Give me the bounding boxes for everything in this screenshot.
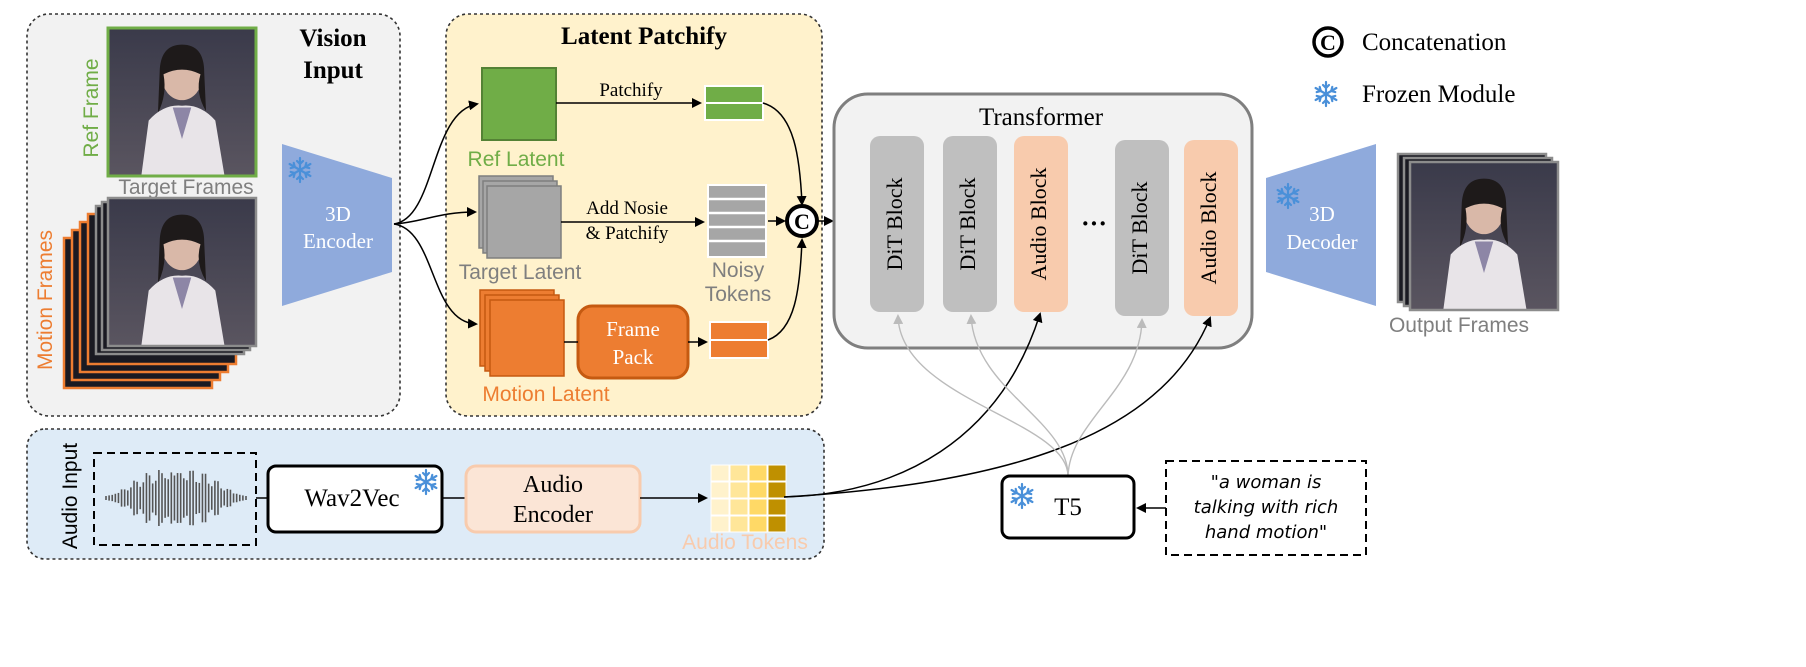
text-prompt-box [1165, 460, 1367, 556]
audio-token-cell [767, 481, 787, 499]
audio-token-cell [710, 464, 730, 482]
noisy-tokens-label-line1: Noisy [712, 259, 765, 282]
audio-token-cell [729, 481, 749, 499]
audio-block-label: Audio Block [1026, 167, 1051, 280]
audio-token-cell [710, 481, 730, 499]
dit-block-label: DiT Block [955, 177, 980, 270]
concat-legend-symbol: C [1320, 30, 1336, 55]
audio-input-label: Audio Input [59, 443, 82, 549]
patchify-label: Patchify [599, 80, 663, 101]
t5-to-dit-arrow-3 [1067, 318, 1147, 477]
audio-tokens-label: Audio Tokens [682, 531, 808, 554]
text-prompt-line3: hand motion" [1205, 522, 1327, 543]
target-latent-stack [478, 175, 562, 259]
audio-token-cell [710, 498, 730, 516]
motion-latent-label: Motion Latent [482, 383, 609, 406]
legend: C Concatenation Frozen Module [1312, 26, 1515, 108]
target-latent-label: Target Latent [459, 261, 582, 284]
target-frames-label: Target Frames [118, 176, 253, 199]
audio-encoder-label-line1: Audio [523, 472, 583, 498]
add-noise-label-line1: Add Nosie [586, 198, 668, 219]
ref-frame-label: Ref Frame [80, 58, 103, 157]
encoder-to-motion-arrow [393, 223, 478, 329]
encoder-label-line2: Encoder [303, 229, 373, 253]
ref-tokens-to-concat-arrow [762, 102, 807, 206]
transformer-block-0: DiT Block [870, 136, 924, 312]
snowflake-legend-icon [1314, 80, 1338, 108]
ref-frame-image [106, 26, 258, 178]
encoder-label-line1: 3D [325, 202, 351, 226]
transformer-title: Transformer [979, 104, 1104, 131]
audio-tokens-grid [710, 464, 787, 533]
t5-label: T5 [1054, 494, 1082, 521]
audio-token-cell [748, 498, 768, 516]
audio-waveform-icon [105, 469, 247, 527]
t5-block [1000, 474, 1136, 540]
decoder-label-line1: 3D [1309, 202, 1335, 226]
dit-block-label: DiT Block [882, 177, 907, 270]
audio-encoder-label-line2: Encoder [513, 502, 593, 528]
audio-token-cell [767, 515, 787, 533]
audio-token-cell [729, 515, 749, 533]
wav2vec-block [266, 464, 444, 534]
audio-token-cell [748, 515, 768, 533]
motion-frames-label: Motion Frames [34, 230, 57, 370]
noisy-tokens [707, 184, 767, 258]
text-prompt-line2: talking with rich [1194, 497, 1339, 518]
3d-encoder [282, 144, 392, 306]
audio-token-cell [748, 481, 768, 499]
frame-pack-label-line1: Frame [606, 317, 660, 341]
concat-node-symbol: C [794, 209, 810, 234]
ref-latent-label: Ref Latent [468, 148, 565, 171]
audio-to-block-arrow-1 [783, 312, 1043, 498]
vision-input-title-line1: Vision [299, 25, 366, 52]
encoder-to-ref-arrow [393, 100, 479, 225]
transformer-block-3: DiT Block [1115, 140, 1169, 316]
audio-token-cell [767, 498, 787, 516]
ref-tokens [704, 85, 764, 121]
t5-to-dit-arrow-1 [893, 314, 1069, 477]
audio-token-cell [710, 515, 730, 533]
waveform-box [93, 452, 257, 546]
transformer-ellipsis: ··· [1081, 209, 1107, 238]
frame-pack-label-line2: Pack [613, 345, 654, 369]
frozen-legend-label: Frozen Module [1362, 81, 1515, 108]
motion-latent-stack [479, 289, 565, 377]
output-frames-label: Output Frames [1389, 314, 1529, 337]
motion-tokens-to-concat-arrow [767, 238, 807, 341]
ref-latent-block [481, 67, 557, 141]
encoder-to-target-arrow [393, 207, 477, 225]
audio-token-cell [748, 464, 768, 482]
latent-patchify-title: Latent Patchify [561, 23, 727, 50]
noisy-tokens-label-line2: Tokens [705, 283, 772, 306]
vision-input-title-line2: Input [303, 57, 363, 84]
wav2vec-label: Wav2Vec [304, 485, 399, 512]
add-noise-label-line2: & Patchify [586, 223, 669, 244]
concat-legend-icon [1312, 26, 1344, 58]
dit-block-label: DiT Block [1127, 181, 1152, 274]
concat-legend-label: Concatenation [1362, 29, 1507, 56]
audio-block-label: Audio Block [1196, 171, 1221, 284]
transformer-block-2: Audio Block [1014, 136, 1068, 312]
text-prompt-line1: "a woman is [1211, 472, 1322, 493]
audio-encoder-block [464, 464, 642, 534]
target-frames-stack [94, 196, 258, 356]
transformer-block-1: DiT Block [943, 136, 997, 312]
concat-node-icon [785, 204, 819, 238]
audio-to-block-arrow-2 [783, 316, 1212, 498]
motion-tokens [709, 321, 769, 359]
transformer-block-4: Audio Block [1184, 140, 1238, 316]
audio-token-cell [729, 464, 749, 482]
t5-to-dit-arrow-2 [966, 314, 1069, 477]
audio-token-cell [729, 498, 749, 516]
decoder-label-line2: Decoder [1286, 230, 1357, 254]
3d-decoder [1266, 144, 1376, 306]
output-frames-stack [1396, 152, 1560, 312]
audio-token-cell [767, 464, 787, 482]
